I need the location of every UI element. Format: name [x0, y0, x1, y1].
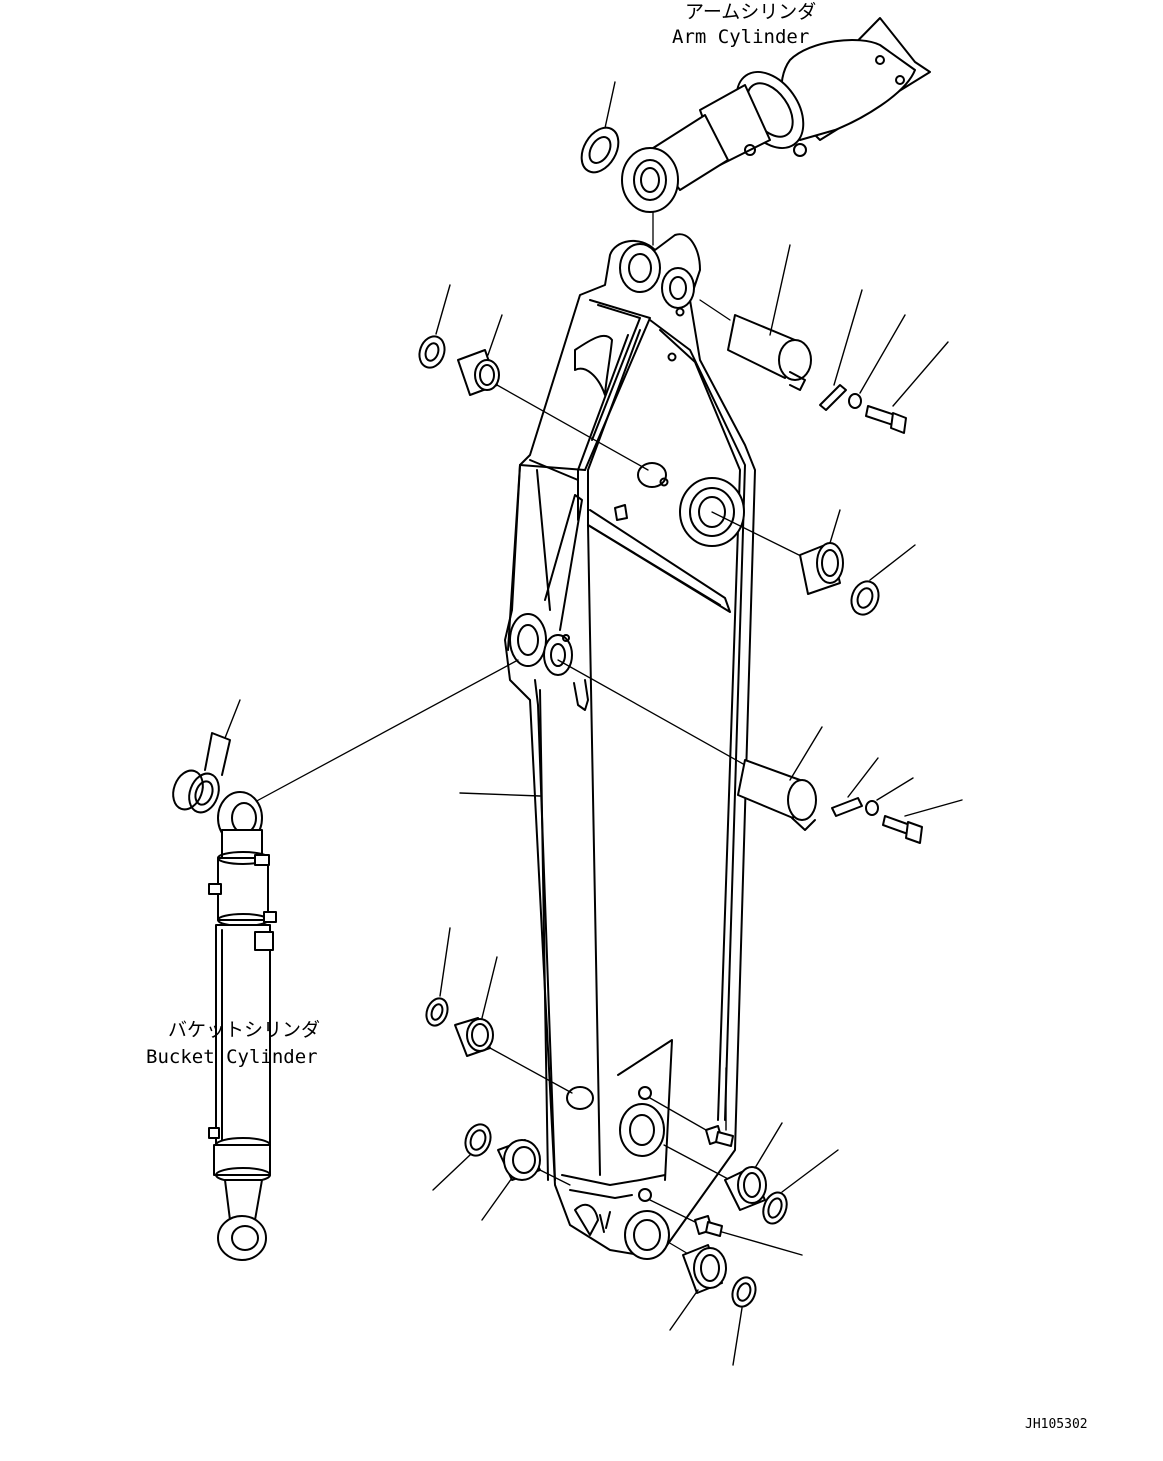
seal-lower-left	[425, 927, 451, 1027]
seal-top-left	[418, 284, 451, 369]
bushing-lower-right	[663, 1122, 783, 1211]
seal-bottom-right	[731, 1276, 757, 1366]
washer-top	[848, 314, 906, 409]
bucket-cylinder	[208, 791, 277, 1261]
arm-body	[504, 233, 756, 1260]
seal-bottom-left	[432, 1123, 492, 1191]
grease-fitting-upper	[649, 1067, 734, 1147]
arm-cylinder	[621, 17, 931, 213]
seal-mid	[850, 544, 916, 616]
bushing-lower-left	[454, 956, 573, 1094]
pin-top	[699, 244, 812, 391]
shim-bucket-cylinder	[172, 699, 241, 814]
link-pin-axis	[557, 659, 746, 766]
arm-leader	[459, 792, 541, 797]
arm-cylinder-label-en: Arm Cylinder	[672, 26, 809, 48]
seal-lower-right	[762, 1149, 839, 1225]
lock-plate-link	[831, 757, 879, 817]
drawing-code: JH105302	[1025, 1417, 1088, 1432]
grease-fitting-lower	[649, 1199, 803, 1256]
bushing-mid	[711, 509, 844, 595]
bushing-bottom-left	[481, 1139, 571, 1221]
washer-link	[865, 777, 914, 816]
arm-cylinder-label-jp: アームシリンダ	[685, 1, 816, 23]
bucket-cylinder-label-jp: バケットシリンダ	[168, 1019, 320, 1041]
bushing-bottom-right	[667, 1241, 727, 1331]
lock-plate-top	[819, 289, 863, 411]
bucket-cylinder-axis	[239, 659, 519, 811]
bucket-cylinder-label-en: Bucket Cylinder	[146, 1046, 318, 1068]
bolt-link	[882, 799, 963, 844]
shim-top	[580, 81, 620, 174]
bolt-top	[865, 341, 949, 434]
pin-link	[737, 726, 823, 831]
bushing-top-left	[457, 314, 649, 471]
